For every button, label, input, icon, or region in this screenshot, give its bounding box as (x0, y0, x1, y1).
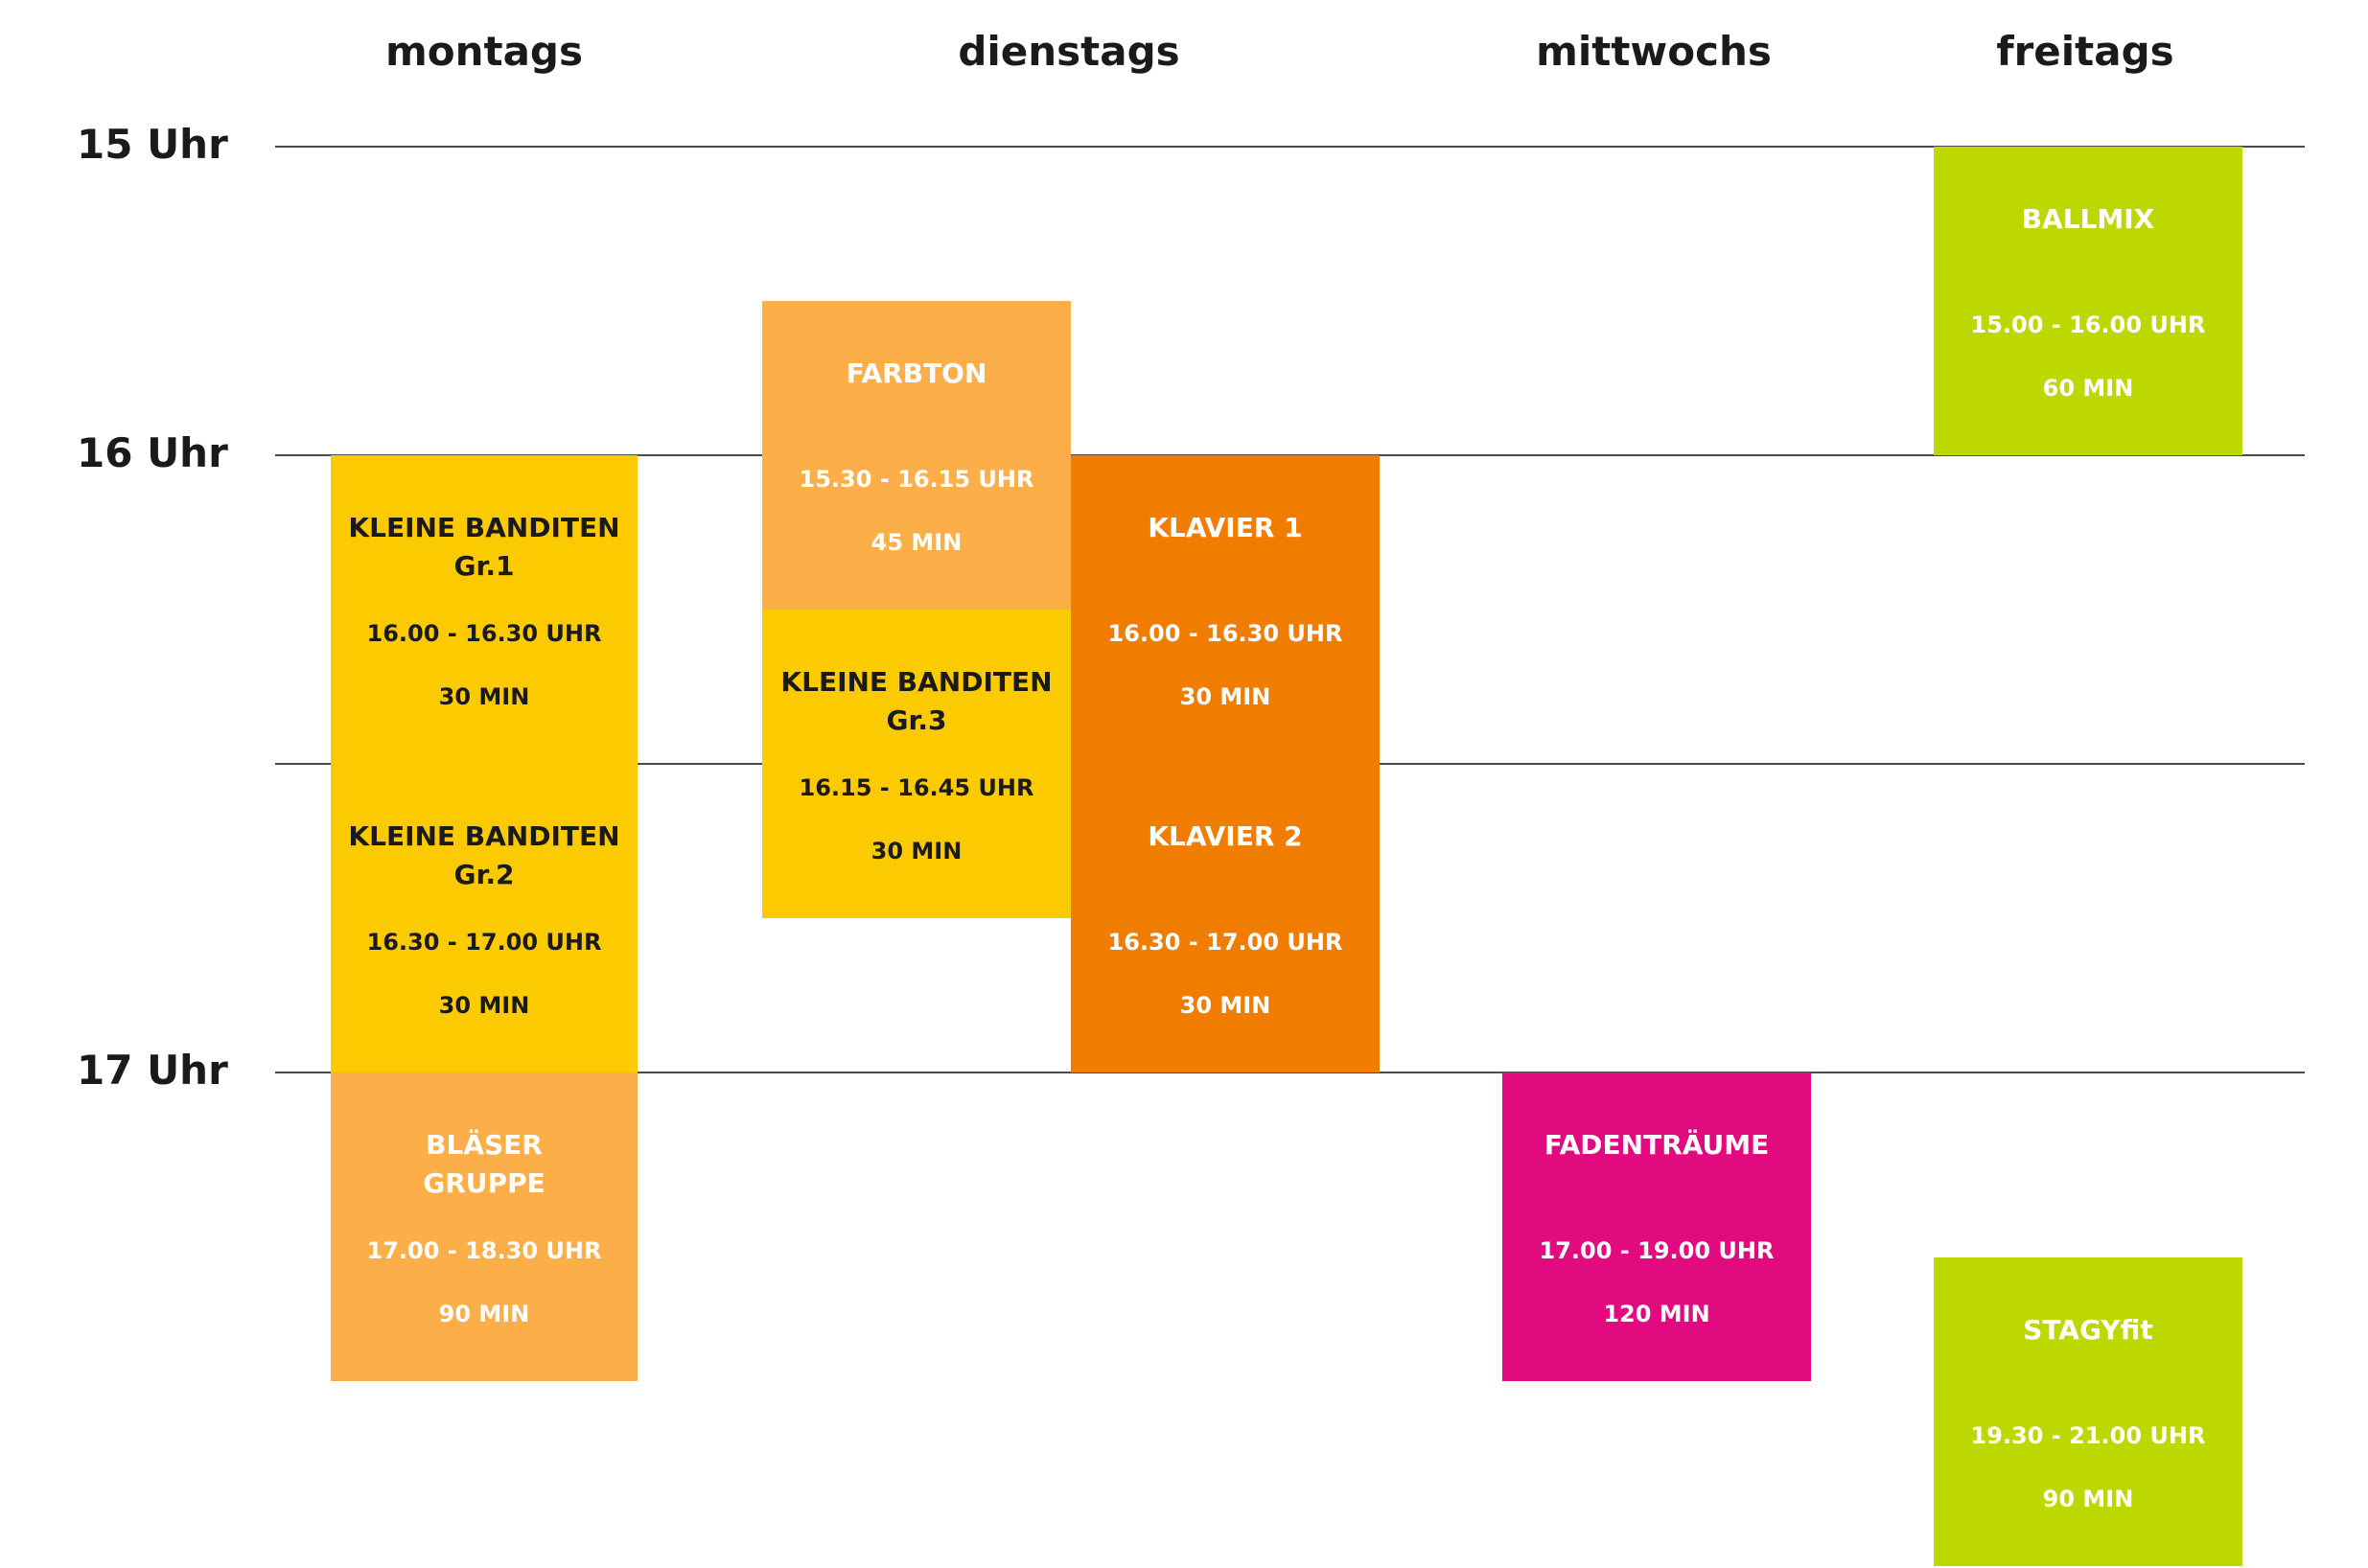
day-header-montags: montags (384, 28, 583, 75)
course-duration: 60 MIN (2042, 375, 2134, 402)
course-block-kleine-banditen-gr2[interactable]: KLEINE BANDITEN Gr.2 16.30 - 17.00 UHR 3… (331, 764, 638, 1072)
course-block-farbton[interactable]: FARBTON 15.30 - 16.15 UHR 45 MIN (762, 301, 1071, 610)
course-title: KLAVIER 2 (1148, 820, 1303, 852)
course-block-blaeser-gruppe[interactable]: BLÄSER GRUPPE 17.00 - 18.30 UHR 90 MIN (331, 1072, 638, 1381)
course-time: 16.30 - 17.00 UHR (366, 929, 602, 956)
course-title: KLEINE BANDITEN Gr.1 (348, 512, 620, 582)
course-time: 15.00 - 16.00 UHR (1970, 311, 2206, 338)
hour-label-17: 17 Uhr (77, 1047, 228, 1094)
course-title: BLÄSER GRUPPE (423, 1129, 546, 1199)
course-time: 16.00 - 16.30 UHR (1107, 620, 1343, 647)
course-title: FARBTON (846, 357, 987, 389)
course-duration: 30 MIN (1179, 992, 1271, 1019)
course-block-fadentraeume[interactable]: FADENTRÄUME 17.00 - 19.00 UHR 120 MIN (1502, 1072, 1811, 1381)
course-title: KLEINE BANDITEN Gr.2 (348, 820, 620, 890)
course-block-klavier-2[interactable]: KLAVIER 2 16.30 - 17.00 UHR 30 MIN (1071, 764, 1380, 1072)
course-duration: 30 MIN (1179, 683, 1271, 710)
course-duration: 45 MIN (871, 529, 963, 556)
course-duration: 90 MIN (438, 1301, 530, 1327)
day-header-dienstags: dienstags (958, 28, 1180, 75)
course-time: 16.30 - 17.00 UHR (1107, 929, 1343, 956)
course-title: STAGYfit (2023, 1314, 2153, 1346)
course-block-ballmix[interactable]: BALLMIX 15.00 - 16.00 UHR 60 MIN (1934, 147, 2242, 455)
course-duration: 30 MIN (871, 838, 963, 865)
course-block-klavier-1[interactable]: KLAVIER 1 16.00 - 16.30 UHR 30 MIN (1071, 455, 1380, 764)
course-time: 16.15 - 16.45 UHR (799, 774, 1034, 801)
day-header-freitags: freitags (1996, 28, 2174, 75)
course-block-kleine-banditen-gr1[interactable]: KLEINE BANDITEN Gr.1 16.00 - 16.30 UHR 3… (331, 455, 638, 764)
hour-label-16: 16 Uhr (77, 429, 228, 476)
gridline-17 (275, 1072, 2305, 1073)
course-block-stagyfit[interactable]: STAGYfit 19.30 - 21.00 UHR 90 MIN (1934, 1257, 2242, 1566)
course-time: 16.00 - 16.30 UHR (366, 620, 602, 647)
day-header-mittwochs: mittwochs (1536, 28, 1772, 75)
course-time: 19.30 - 21.00 UHR (1970, 1422, 2206, 1449)
course-time: 15.30 - 16.15 UHR (799, 466, 1034, 493)
course-title: BALLMIX (2021, 203, 2155, 235)
course-duration: 30 MIN (438, 683, 530, 710)
course-duration: 120 MIN (1603, 1301, 1710, 1327)
course-block-kleine-banditen-gr3[interactable]: KLEINE BANDITEN Gr.3 16.15 - 16.45 UHR 3… (762, 610, 1071, 918)
course-title: KLAVIER 1 (1148, 512, 1303, 543)
course-duration: 30 MIN (438, 992, 530, 1019)
gridline-15 (275, 146, 2305, 148)
course-time: 17.00 - 18.30 UHR (366, 1237, 602, 1264)
hour-label-15: 15 Uhr (77, 121, 228, 168)
course-duration: 90 MIN (2042, 1486, 2134, 1512)
course-title: KLEINE BANDITEN Gr.3 (780, 666, 1053, 736)
course-time: 17.00 - 19.00 UHR (1539, 1237, 1775, 1264)
course-title: FADENTRÄUME (1544, 1129, 1770, 1161)
